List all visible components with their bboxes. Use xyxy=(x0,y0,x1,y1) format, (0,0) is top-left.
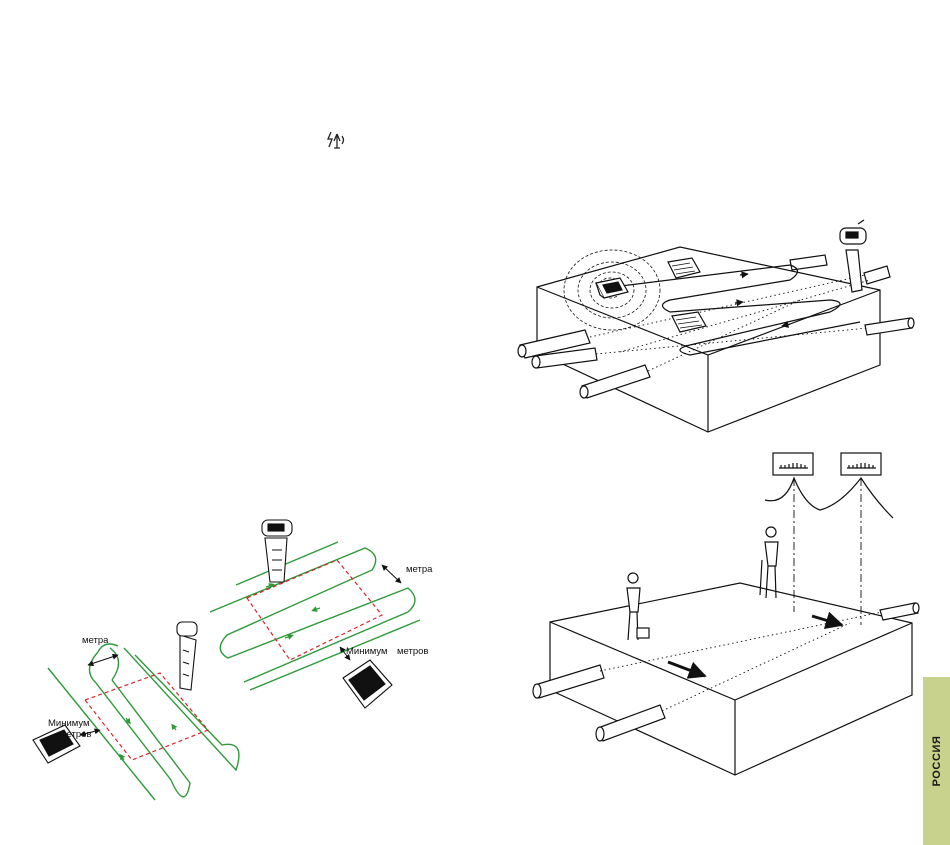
signal-symbol-icon xyxy=(328,132,344,148)
label-minimum-right: Минимум xyxy=(346,646,388,657)
language-tab: РОССИЯ xyxy=(923,677,950,845)
label-metra-right: метра xyxy=(406,564,433,575)
receiver-device xyxy=(177,622,197,690)
induction-survey-diagram xyxy=(518,220,914,432)
receiver-device xyxy=(840,220,866,292)
label-minimum-left: Минимум xyxy=(48,718,90,729)
survey-pattern-diagram: Минимум метров метра метра Минимум метро… xyxy=(33,520,433,800)
label-meters-right: метров xyxy=(397,646,428,657)
label-metra-left: метра xyxy=(82,635,109,646)
signal-peak-diagram xyxy=(533,453,919,775)
language-tab-label: РОССИЯ xyxy=(931,735,943,786)
signal-meter-display xyxy=(773,453,813,475)
label-meters-left: метров xyxy=(60,729,91,740)
signal-meter-display xyxy=(841,453,881,475)
transmitter-device xyxy=(343,660,392,708)
person-figure xyxy=(760,527,778,598)
